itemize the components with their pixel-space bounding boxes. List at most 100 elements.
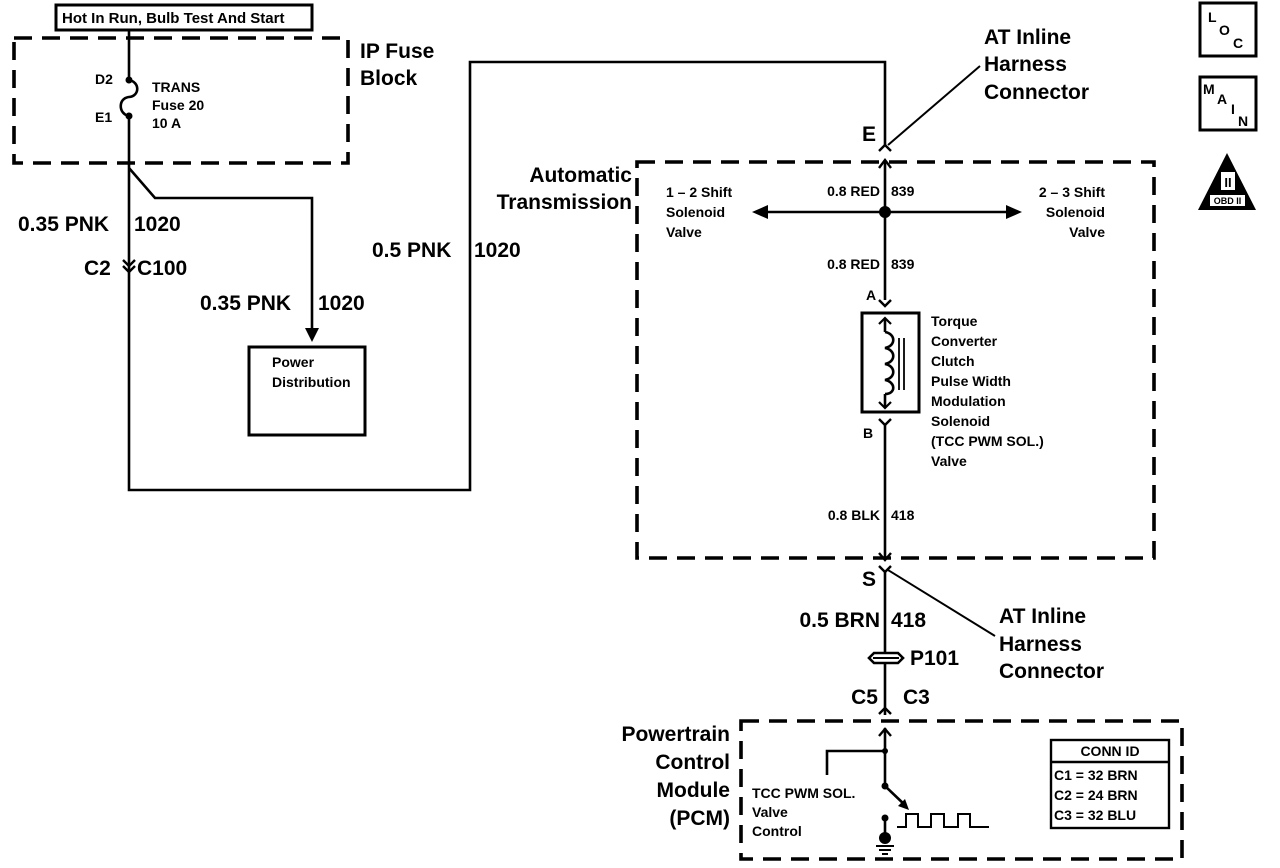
connector-s-pin: S	[862, 568, 876, 591]
brn-gauge: 0.5 BRN	[799, 609, 880, 632]
tcc-label-7: Valve	[931, 453, 967, 469]
blk-circuit: 418	[891, 507, 915, 523]
pcm-title-0: Powertrain	[621, 723, 730, 746]
connector-arrow-icon	[878, 158, 892, 169]
shift-12-label-3: Valve	[666, 224, 702, 240]
svg-text:A: A	[1217, 91, 1227, 107]
ip-fuse-block-title-2: Block	[360, 67, 418, 90]
tcc-pin-b: B	[863, 425, 873, 441]
automatic-transmission-title-1: Automatic	[529, 164, 632, 187]
leader-line-top	[887, 65, 981, 146]
left-wire-gauge: 0.35 PNK	[18, 213, 109, 236]
svg-text:M: M	[1203, 81, 1215, 97]
at-connector-bottom-2: Harness	[999, 633, 1082, 656]
splice-label: P101	[910, 647, 959, 670]
fuse-label-2: Fuse 20	[152, 97, 204, 113]
tcc-solenoid-label: Torque Converter Clutch Pulse Width Modu…	[931, 313, 1044, 469]
svg-text:O: O	[1219, 22, 1230, 38]
brn-circuit: 418	[891, 609, 926, 632]
pcm-outline	[739, 719, 1184, 861]
connector-c2-icon	[122, 259, 136, 274]
power-distribution-label-1: Power	[272, 354, 315, 370]
at-connector-bottom-3: Connector	[999, 660, 1104, 683]
red-lower-gauge: 0.8 RED	[827, 256, 880, 272]
splice-p101-icon	[867, 651, 905, 665]
wire-1020-loop	[127, 60, 887, 492]
fuse-label-3: 10 A	[152, 115, 181, 131]
ip-fuse-block-outline	[12, 36, 350, 165]
pcm-connector-right: C3	[903, 686, 930, 709]
leader-line-bottom	[887, 569, 996, 637]
tcc-label-0: Torque	[931, 313, 978, 329]
conn-id-title: CONN ID	[1080, 743, 1139, 759]
shift-12-label-1: 1 – 2 Shift	[666, 184, 732, 200]
at-connector-top-1: AT Inline	[984, 26, 1071, 49]
pcm-control-label-0: TCC PWM SOL.	[752, 785, 855, 801]
shift-23-label-1: 2 – 3 Shift	[1039, 184, 1105, 200]
connector-c5-icon	[878, 706, 892, 715]
loc-icon[interactable]: L O C	[1198, 1, 1258, 58]
wire-1020-branch	[128, 167, 314, 330]
power-distribution-box	[247, 345, 367, 437]
connector-c2-right: C100	[137, 257, 187, 280]
conn-id-row: C1 = 32 BRN	[1054, 767, 1138, 783]
main-icon[interactable]: M A I N	[1198, 75, 1258, 132]
left-wire-circuit: 1020	[134, 213, 181, 236]
svg-text:L: L	[1208, 9, 1217, 25]
obd-ii-icon[interactable]: II OBD II	[1198, 153, 1256, 210]
svg-text:C: C	[1233, 35, 1243, 51]
automatic-transmission-outline	[635, 160, 1156, 560]
ground-icon	[876, 832, 894, 855]
connector-c2-left: C2	[84, 257, 111, 280]
svg-text:I: I	[1231, 101, 1235, 117]
connector-a-icon	[878, 299, 892, 308]
conn-id-row: C2 = 24 BRN	[1054, 787, 1138, 803]
tcc-pin-a: A	[866, 287, 876, 303]
red-upper-gauge: 0.8 RED	[827, 183, 880, 199]
blk-gauge: 0.8 BLK	[828, 507, 880, 523]
tcc-label-1: Converter	[931, 333, 998, 349]
branch-wire-circuit: 1020	[318, 292, 365, 315]
fuse-icon	[119, 30, 139, 120]
arrow-right-icon	[1006, 205, 1022, 219]
shift-23-label-2: Solenoid	[1046, 204, 1105, 220]
svg-text:OBD II: OBD II	[1214, 196, 1242, 206]
at-connector-top-2: Harness	[984, 53, 1067, 76]
solenoid-coil-icon	[878, 316, 905, 410]
pcm-title-1: Control	[655, 751, 730, 774]
at-connector-bottom-1: AT Inline	[999, 605, 1086, 628]
pcm-title-2: Module	[657, 779, 731, 802]
arrow-down-icon	[878, 552, 892, 562]
riser-wire-circuit: 1020	[474, 239, 521, 262]
branch-wire-gauge: 0.35 PNK	[200, 292, 291, 315]
automatic-transmission-title-2: Transmission	[497, 191, 632, 214]
tcc-label-2: Clutch	[931, 353, 975, 369]
arrow-down-icon	[305, 328, 319, 342]
fuse-label-1: TRANS	[152, 79, 200, 95]
svg-text:N: N	[1238, 113, 1248, 129]
red-lower-circuit: 839	[891, 256, 915, 272]
fuse-pin-e1: E1	[95, 109, 112, 125]
riser-wire-gauge: 0.5 PNK	[372, 239, 451, 262]
pcm-control-label-1: Valve	[752, 804, 788, 820]
fuse-pin-d2: D2	[95, 71, 113, 87]
splice-dot-icon	[879, 206, 891, 218]
pcm-control-label-2: Control	[752, 823, 802, 839]
connector-e-pin: E	[862, 123, 876, 146]
conn-id-table: CONN ID C1 = 32 BRN C2 = 24 BRN C3 = 32 …	[1049, 738, 1171, 830]
red-upper-circuit: 839	[891, 183, 915, 199]
pcm-title: Powertrain Control Module (PCM)	[621, 723, 730, 830]
conn-id-row: C3 = 32 BLU	[1054, 807, 1136, 823]
tcc-label-5: Solenoid	[931, 413, 990, 429]
pwm-waveform-icon	[897, 813, 989, 828]
tcc-label-3: Pulse Width	[931, 373, 1011, 389]
pcm-driver-switch-icon	[825, 727, 909, 840]
connector-e-icon	[878, 143, 892, 152]
tcc-label-6: (TCC PWM SOL.)	[931, 433, 1044, 449]
shift-12-label-2: Solenoid	[666, 204, 725, 220]
pcm-title-3: (PCM)	[669, 807, 730, 830]
arrow-left-icon	[752, 205, 768, 219]
at-connector-top-3: Connector	[984, 81, 1089, 104]
header-label-box	[54, 3, 314, 32]
svg-text:II: II	[1224, 175, 1231, 190]
